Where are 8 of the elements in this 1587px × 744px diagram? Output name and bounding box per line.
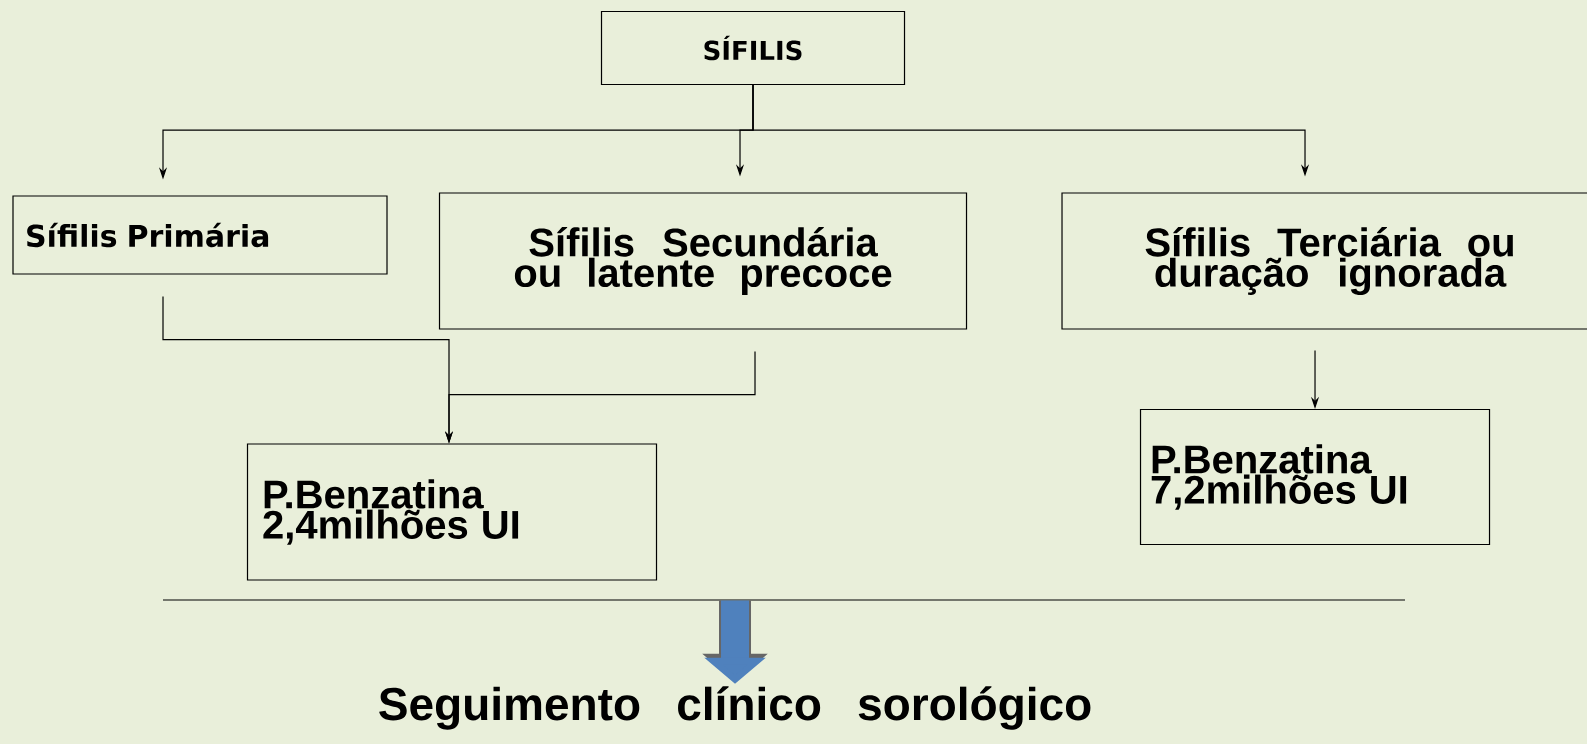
process-box: Sífilis Secundária ou latente precoce — [438, 192, 968, 330]
process-box: Sífilis Primária — [12, 195, 388, 275]
divider-line — [162, 599, 1406, 601]
result-text: Seguimento clínico sorológico — [379, 686, 1091, 730]
process-box: SÍFILIS — [600, 10, 906, 86]
process-box: P.Benzatina 2,4milhões UI — [246, 443, 658, 581]
process-box: P.Benzatina 7,2milhões UI — [1139, 408, 1491, 546]
process-box: Sífilis Terciária ou duração ignorada — [1061, 192, 1587, 330]
